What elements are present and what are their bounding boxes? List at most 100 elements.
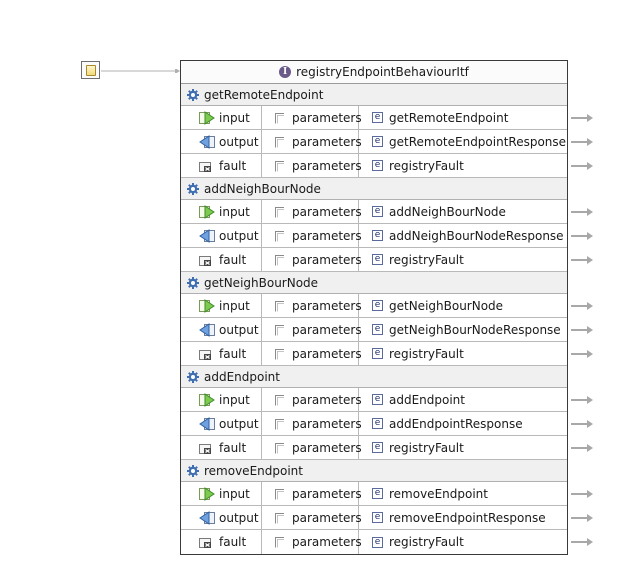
part-icon	[274, 230, 285, 242]
part-icon	[274, 160, 285, 172]
part-name: parameters	[292, 252, 362, 267]
message-element-cell: e registryFault	[359, 154, 567, 177]
operation-header[interactable]: getNeighBourNode	[181, 272, 567, 294]
reference-arrow-icon[interactable]	[571, 137, 595, 147]
element-name: getRemoteEndpoint	[389, 110, 509, 125]
message-kind-cell: input	[181, 294, 262, 317]
part-icon	[274, 136, 285, 148]
element-name: getNeighBourNode	[389, 298, 504, 313]
element-icon: e	[372, 160, 383, 171]
binding-reference-icon[interactable]	[81, 61, 100, 79]
fault-message-icon	[199, 441, 215, 455]
message-part-cell: parameters	[262, 318, 362, 341]
operation-name: getRemoteEndpoint	[204, 87, 324, 102]
message-element-cell: e getRemoteEndpoint	[359, 106, 567, 129]
reference-arrow-icon[interactable]	[571, 513, 595, 523]
message-kind: fault	[219, 252, 247, 267]
message-kind: output	[219, 322, 259, 337]
element-name: addEndpointResponse	[389, 416, 523, 431]
output-message-icon	[199, 228, 215, 243]
part-name: parameters	[292, 416, 362, 431]
operation-header[interactable]: addNeighBourNode	[181, 178, 567, 200]
part-name: parameters	[292, 158, 362, 173]
message-row-fault[interactable]: fault parameters e registryFault	[181, 154, 567, 178]
operation-gear-icon	[187, 276, 199, 289]
element-name: registryFault	[389, 440, 464, 455]
reference-arrow-icon[interactable]	[571, 489, 595, 499]
message-part-cell: parameters	[262, 530, 362, 554]
part-icon	[274, 324, 285, 336]
message-kind-cell: fault	[181, 154, 262, 177]
document-icon	[86, 65, 96, 76]
part-icon	[274, 442, 285, 454]
reference-arrow-icon[interactable]	[571, 161, 595, 171]
message-kind: input	[219, 204, 250, 219]
part-name: parameters	[292, 110, 362, 125]
part-icon	[274, 488, 285, 500]
reference-arrow-icon[interactable]	[571, 325, 595, 335]
message-kind-cell: fault	[181, 248, 262, 271]
element-icon: e	[372, 230, 383, 241]
interface-title: registryEndpointBehaviourItf	[296, 65, 469, 79]
message-kind: input	[219, 392, 250, 407]
input-message-icon	[199, 110, 215, 125]
message-kind-cell: input	[181, 200, 262, 223]
reference-arrow-icon[interactable]	[571, 231, 595, 241]
element-name: getRemoteEndpointResponse	[389, 134, 567, 149]
message-kind-cell: input	[181, 388, 262, 411]
interface-header[interactable]: I registryEndpointBehaviourItf	[181, 61, 567, 84]
input-message-icon	[199, 204, 215, 219]
fault-message-icon	[199, 253, 215, 267]
message-element-cell: e addEndpoint	[359, 388, 567, 411]
operation-header[interactable]: getRemoteEndpoint	[181, 84, 567, 106]
element-name: addEndpoint	[389, 392, 465, 407]
element-name: registryFault	[389, 252, 464, 267]
message-element-cell: e registryFault	[359, 436, 567, 459]
message-kind: input	[219, 298, 250, 313]
message-kind: fault	[219, 346, 247, 361]
message-part-cell: parameters	[262, 342, 362, 365]
message-part-cell: parameters	[262, 130, 362, 153]
element-name: registryFault	[389, 535, 464, 549]
element-icon: e	[372, 442, 383, 453]
reference-arrow-icon[interactable]	[571, 113, 595, 123]
operation-gear-icon	[187, 464, 199, 477]
part-icon	[274, 254, 285, 266]
reference-arrow-icon[interactable]	[571, 207, 595, 217]
reference-arrow-icon[interactable]	[571, 349, 595, 359]
element-name: removeEndpoint	[389, 486, 488, 501]
element-icon: e	[372, 394, 383, 405]
reference-arrow-icon[interactable]	[571, 395, 595, 405]
element-icon: e	[372, 112, 383, 123]
operation-header[interactable]: removeEndpoint	[181, 460, 567, 482]
part-icon	[274, 536, 285, 548]
reference-arrow-icon[interactable]	[571, 419, 595, 429]
element-name: registryFault	[389, 158, 464, 173]
operation-header[interactable]: addEndpoint	[181, 366, 567, 388]
reference-arrow-icon[interactable]	[571, 301, 595, 311]
element-name: registryFault	[389, 346, 464, 361]
reference-arrow-icon[interactable]	[571, 443, 595, 453]
message-part-cell: parameters	[262, 482, 362, 505]
reference-arrow-icon[interactable]	[571, 255, 595, 265]
reference-arrow-icon[interactable]	[571, 537, 595, 547]
message-part-cell: parameters	[262, 224, 362, 247]
